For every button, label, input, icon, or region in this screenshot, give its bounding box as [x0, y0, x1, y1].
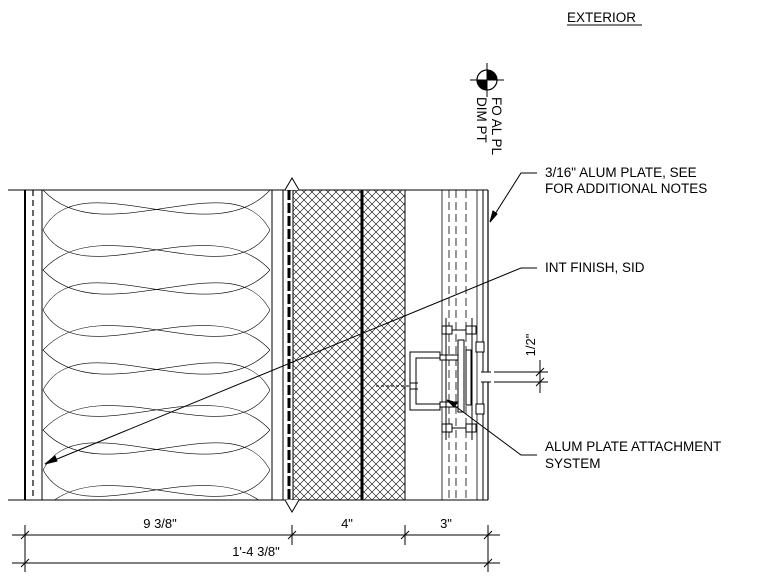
leader-attachment [446, 399, 537, 456]
reveal-dimension-label: 1/2" [523, 333, 538, 356]
dimension-string-lines [12, 525, 500, 572]
dim-overall-label: 1'-4 3/8" [232, 544, 280, 559]
bottom-break-symbol-icon [284, 499, 300, 513]
interior-finish-board [24, 190, 43, 500]
rigid-insulation-inner [292, 189, 362, 501]
note-alum-plate-line2: FOR ADDITIONAL NOTES [545, 181, 707, 196]
leader-alum-plate [489, 172, 537, 223]
exterior-title: EXTERIOR [567, 10, 636, 25]
leader-int-finish [44, 267, 537, 465]
batt-insulation [42, 190, 270, 500]
top-break-symbol-icon [284, 177, 300, 191]
note-attachment-line1: ALUM PLATE ATTACHMENT [545, 439, 721, 454]
sheathing-board [271, 190, 291, 500]
note-int-finish: INT FINISH, SID [545, 260, 645, 275]
attachment-system [376, 318, 485, 440]
dim-cavity-label: 3" [440, 516, 452, 531]
reveal-dimension [494, 360, 548, 393]
datum-label-dim-pt: DIM PT [474, 97, 489, 143]
datum-symbol-icon [470, 63, 504, 97]
rigid-insulation-outer [362, 189, 406, 501]
dim-stud-label: 9 3/8" [143, 516, 177, 531]
plate-reveal-gap [481, 372, 491, 382]
note-attachment-line2: SYSTEM [545, 456, 601, 471]
datum-label-fo-al-pl: FO AL PL [489, 97, 504, 156]
note-alum-plate-line1: 3/16" ALUM PLATE, SEE [545, 165, 697, 180]
dim-insulation-label: 4" [341, 516, 353, 531]
